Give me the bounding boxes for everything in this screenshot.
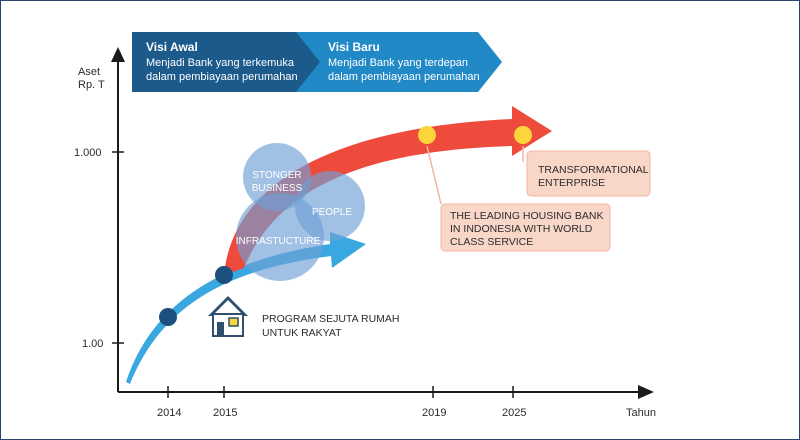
transform-callout-line2: ENTERPRISE xyxy=(538,177,605,189)
old-vision-line1: Menjadi Bank yang terkemuka xyxy=(146,57,295,69)
milestone-dot-2015 xyxy=(215,266,233,284)
x-axis-arrow-icon xyxy=(638,385,654,399)
y-tick-label-1000: 1.000 xyxy=(74,147,102,159)
y-axis-label-unit: Rp. T xyxy=(78,79,105,91)
old-vision-title: Visi Awal xyxy=(146,40,198,54)
x-tick-label-2015: 2015 xyxy=(213,407,237,419)
infrastructure-label: INFRASTUCTURE xyxy=(236,236,321,247)
x-axis-label-tahun: Tahun xyxy=(626,407,656,419)
program-callout-line1: PROGRAM SEJUTA RUMAH xyxy=(262,313,399,325)
old-vision-banner xyxy=(132,32,320,92)
y-axis-label-aset: Aset xyxy=(78,66,100,78)
stronger-business-bubble xyxy=(243,143,311,211)
milestone-dot-2014 xyxy=(159,308,177,326)
transformational-enterprise-callout xyxy=(526,150,651,197)
house-icon xyxy=(208,296,248,337)
leading-housing-bank-callout xyxy=(440,203,611,252)
stronger-business-label-1: STONGER xyxy=(252,170,301,181)
leading-callout-line3: CLASS SERVICE xyxy=(450,236,533,248)
red-transformation-arrow xyxy=(224,106,552,275)
transform-callout-line1: TRANSFORMATIONAL xyxy=(538,164,649,176)
y-tick-label-100: 1.00 xyxy=(82,338,103,350)
new-vision-line1: Menjadi Bank yang terdepan xyxy=(328,57,468,69)
leading-callout-line1: THE LEADING HOUSING BANK xyxy=(450,210,603,222)
milestone-dot-2019 xyxy=(418,126,436,144)
leading-callout-line2: IN INDONESIA WITH WORLD xyxy=(450,223,593,235)
x-tick-label-2014: 2014 xyxy=(157,407,181,419)
program-callout-line2: UNTUK RAKYAT xyxy=(262,327,342,339)
new-vision-banner xyxy=(290,32,502,92)
connector-2019 xyxy=(426,145,442,205)
old-vision-line2: dalam pembiayaan perumahan xyxy=(146,71,298,83)
x-tick-label-2019: 2019 xyxy=(422,407,446,419)
x-tick-label-2025: 2025 xyxy=(502,407,526,419)
stronger-business-label-2: BUSINESS xyxy=(252,183,303,194)
milestone-dot-2025 xyxy=(514,126,532,144)
blue-growth-arrow xyxy=(126,232,366,384)
people-bubble xyxy=(295,171,365,241)
people-label: PEOPLE xyxy=(312,207,352,218)
new-vision-title: Visi Baru xyxy=(328,40,380,54)
y-axis-arrow-icon xyxy=(111,47,125,62)
new-vision-line2: dalam pembiayaan perumahan xyxy=(328,71,480,83)
